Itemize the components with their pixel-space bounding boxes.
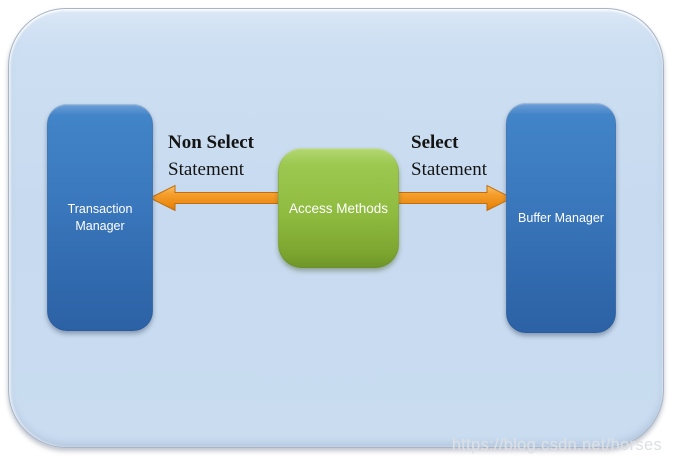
select-label-line2: Statement (411, 159, 487, 180)
access-methods-label: Access Methods (288, 200, 389, 216)
non-select-label-line1: Non Select (168, 132, 255, 153)
non-select-statement-label: Non Select Statement (168, 129, 254, 183)
non-select-arrow (148, 184, 281, 212)
select-statement-label: Select Statement (411, 129, 487, 183)
buffer-manager-label: Buffer Manager (518, 210, 604, 225)
node-transaction-manager: Transaction Manager (47, 104, 153, 331)
non-select-label-line2: Statement (168, 159, 244, 180)
watermark: https://blog.csdn.net/horses (451, 436, 662, 454)
node-access-methods: Access Methods (278, 148, 399, 268)
transaction-manager-label: Transaction Manager (67, 201, 133, 233)
node-buffer-manager: Buffer Manager (506, 103, 616, 333)
select-label-line1: Select (411, 132, 459, 153)
select-arrow (397, 184, 514, 212)
